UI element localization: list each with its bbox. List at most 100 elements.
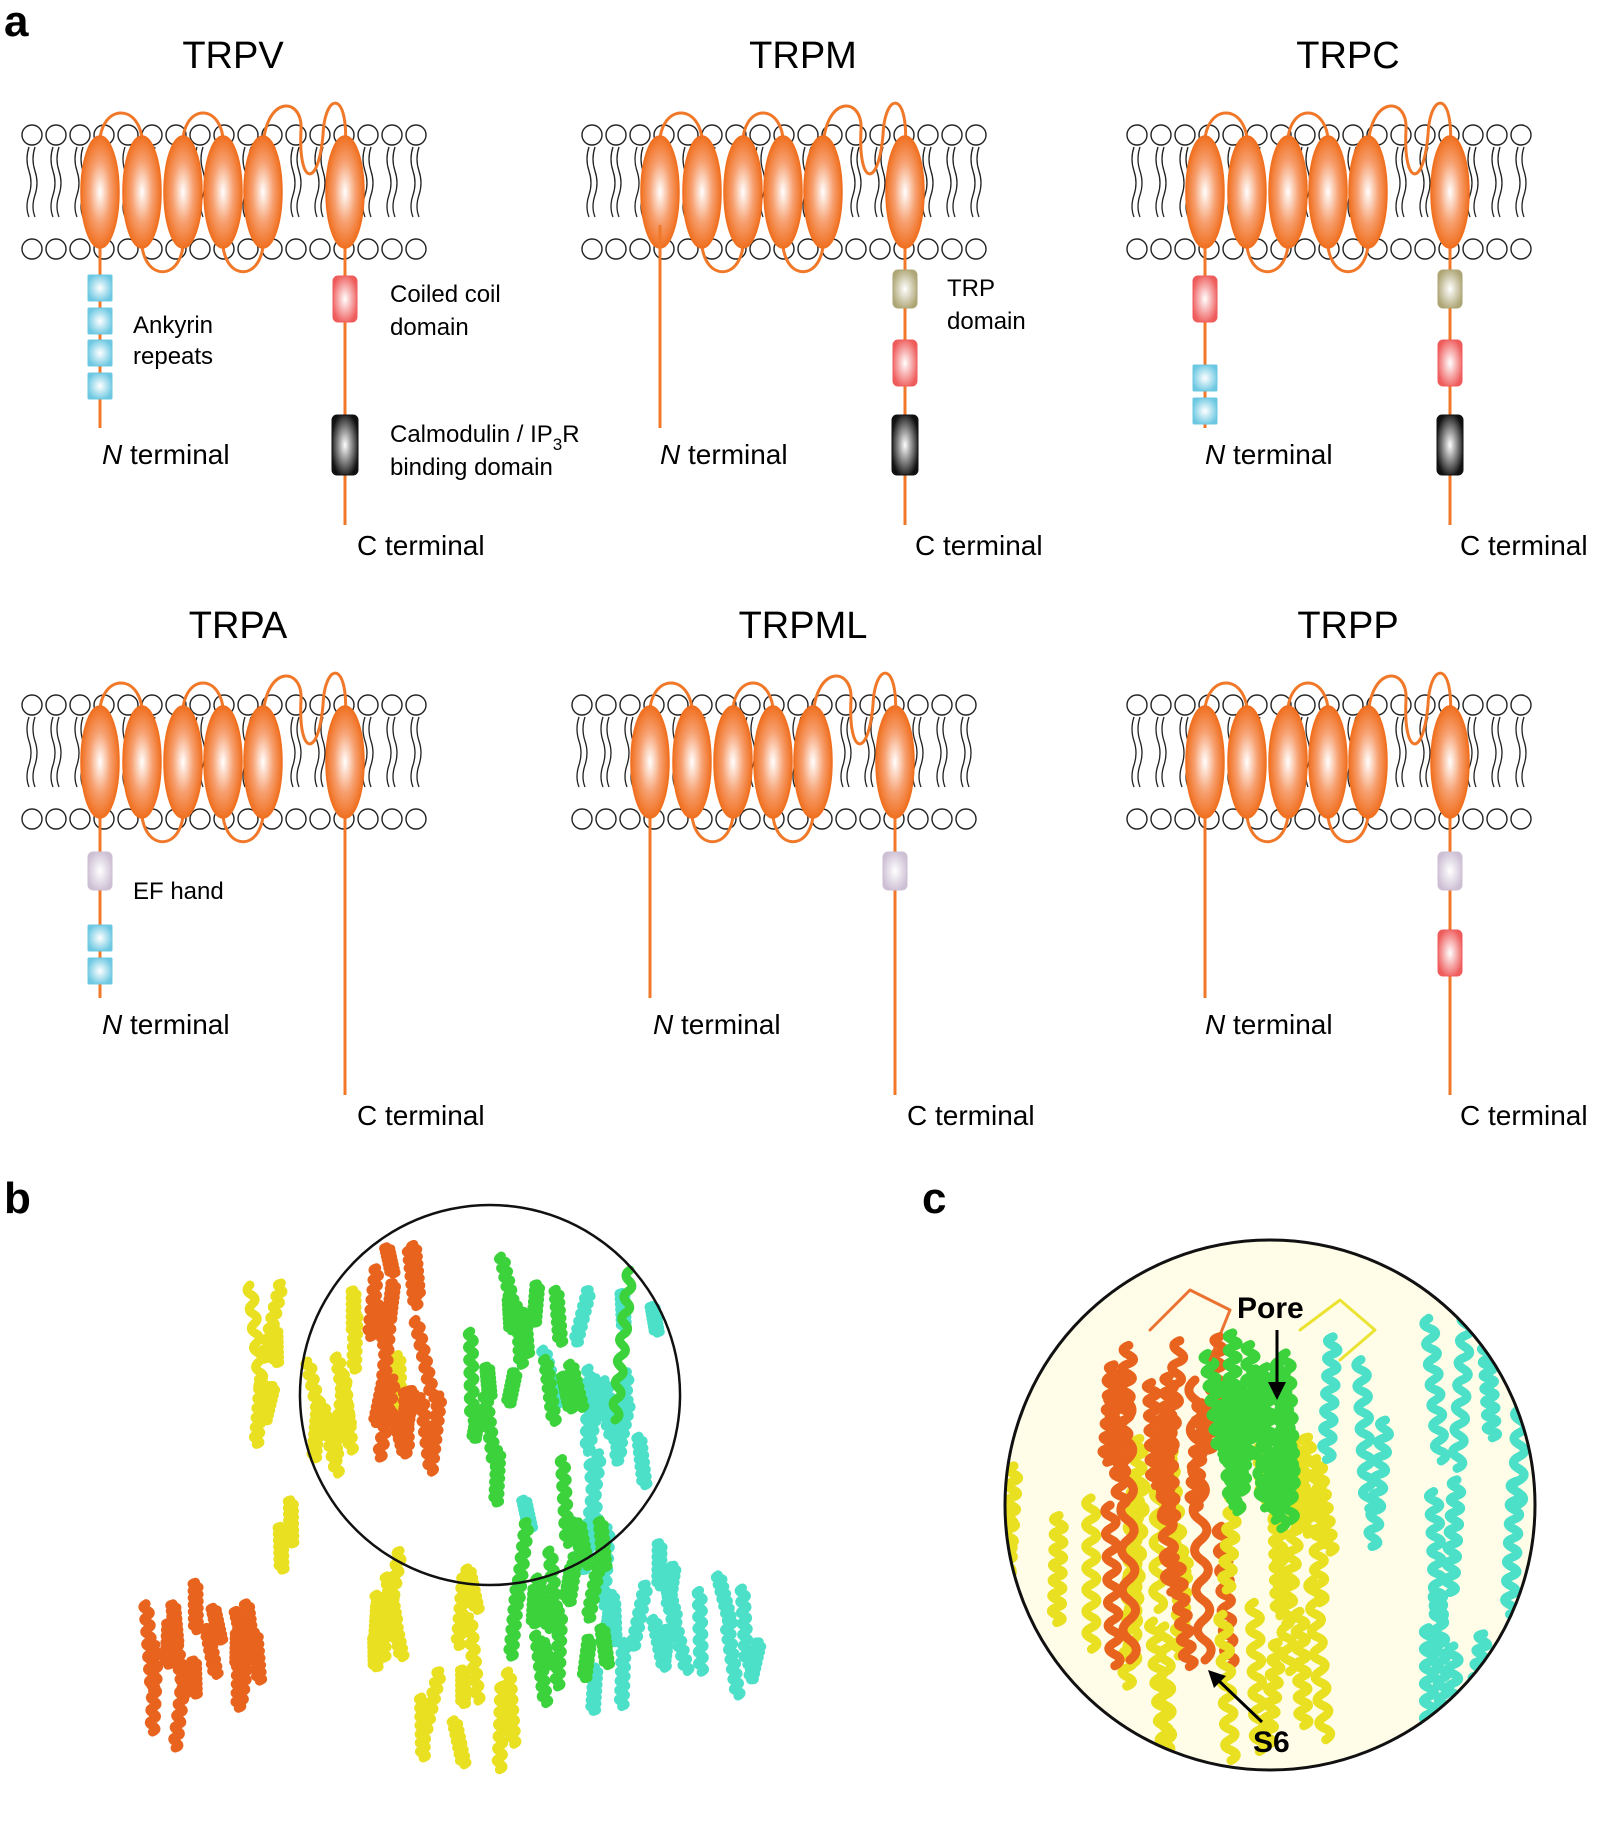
zoom-region-circle (298, 1203, 682, 1587)
transmembrane-helix-s2 (672, 705, 712, 819)
ankyrin-repeat (1192, 397, 1218, 425)
cyan-subunit-helix (651, 1538, 668, 1592)
lipid-head (21, 808, 43, 830)
lipid-tail (1137, 716, 1143, 788)
transmembrane-helix-s4 (763, 135, 803, 249)
lipid-head (69, 808, 91, 830)
lipid-head (955, 694, 977, 716)
orange-subunit-helix (368, 1378, 391, 1429)
lipid-head (955, 808, 977, 830)
calmodulin-binding-domain (891, 414, 919, 476)
yellow-subunit-helix (384, 1604, 410, 1663)
yellow-subunit-helix (367, 1633, 384, 1673)
pore-loop (1366, 671, 1453, 746)
panel-a-letter: a (4, 0, 29, 46)
lipid-tail (1497, 146, 1503, 218)
cyan-subunit-helix (516, 1494, 539, 1534)
lipid-tail (320, 146, 326, 218)
transmembrane-helix-s4 (1308, 135, 1348, 249)
lipid-head (1294, 694, 1316, 716)
orange-subunit-helix (424, 1390, 447, 1465)
lipid-head (357, 238, 379, 260)
lipid-tail (616, 146, 622, 218)
trpa-n-terminal-label: N terminal (102, 1009, 230, 1040)
lipid-head (285, 238, 307, 260)
lipid-tail (74, 146, 80, 218)
lipid-head (1126, 124, 1148, 146)
lipid-tail (56, 146, 62, 218)
trpc-topology-diagram (1126, 101, 1532, 525)
coiled-coil-label-line2: domain (390, 314, 469, 341)
transmembrane-helix-s1 (630, 705, 670, 819)
lipid-tail (1497, 716, 1503, 788)
trp-domain-label-line2: domain (947, 308, 1026, 335)
lipid-head (309, 124, 331, 146)
orange-subunit-helix (399, 1385, 420, 1430)
coiled-coil-domain (892, 339, 918, 387)
transmembrane-helix-s4 (1308, 705, 1348, 819)
coiled-coil-label-line1: Coiled coil (390, 281, 501, 308)
lipid-head (917, 238, 939, 260)
orange-subunit-helix (229, 1628, 246, 1671)
yellow-subunit-helix (413, 1692, 431, 1763)
transmembrane-helix-s1 (80, 705, 120, 819)
lipid-head (677, 238, 699, 260)
transmembrane-helix-s6 (325, 135, 365, 249)
pore-loop (261, 671, 348, 746)
yellow-subunit-helix (1307, 1466, 1330, 1608)
yellow-subunit-helix (450, 1571, 472, 1652)
green-subunit-helix (594, 1622, 616, 1671)
ankyrin-repeat (87, 924, 113, 952)
lipid-head (1510, 808, 1532, 830)
lipid-head (189, 124, 211, 146)
pore-loop (821, 101, 908, 176)
lipid-tail (386, 146, 392, 218)
lipid-head (787, 694, 809, 716)
lipid-tail (840, 716, 846, 788)
lipid-head (285, 124, 307, 146)
lipid-tail (1179, 716, 1185, 788)
lipid-tail (386, 716, 392, 788)
green-subunit-helix (548, 1284, 569, 1348)
lipid-head (1414, 124, 1436, 146)
ankyrin-repeat (87, 339, 113, 367)
cyan-subunit-helix (631, 1431, 653, 1491)
lipid-tail (582, 716, 588, 788)
orange-subunit-helix (371, 1299, 394, 1354)
pore-arrowhead (1268, 1382, 1286, 1400)
cyan-subunit-helix (743, 1637, 767, 1685)
calmodulin-label-line2: binding domain (390, 454, 553, 481)
lipid-tail (1491, 716, 1497, 788)
trpml-n-terminal-label: N terminal (653, 1009, 781, 1040)
orange-s-helix (1114, 1375, 1141, 1665)
yellow-subunit-helix (1144, 1616, 1176, 1759)
orange-subunit-helix (1101, 1371, 1132, 1510)
green-subunit-helix (533, 1635, 557, 1671)
green-subunit-helix (1258, 1377, 1285, 1525)
lipid-tail (864, 716, 870, 788)
transmembrane-helix-s3 (713, 705, 753, 819)
lipid-head (941, 124, 963, 146)
lipid-head (1222, 238, 1244, 260)
trp-domain-label-line1: TRP (947, 275, 995, 302)
orange-subunit-helix (168, 1661, 193, 1753)
trp-domain (892, 269, 918, 309)
yellow-subunit-helix (272, 1521, 290, 1575)
n-rest: terminal (122, 1009, 229, 1040)
lipid-head (619, 808, 641, 830)
lipid-tail (1161, 716, 1167, 788)
yellow-subunit-helix (375, 1591, 392, 1663)
lipid-head (285, 808, 307, 830)
lipid-tail (870, 716, 876, 788)
lipid-head (1174, 238, 1196, 260)
zoom-view-circle (1003, 1238, 1537, 1772)
lipid-tail (290, 146, 296, 218)
lipid-head (1486, 808, 1508, 830)
lipid-head (1342, 238, 1364, 260)
green-subunit-helix (1232, 1383, 1253, 1487)
transmembrane-helix-s6 (1430, 705, 1470, 819)
lipid-tail (50, 146, 56, 218)
lipid-tail (600, 716, 606, 788)
orange-subunit-helix (1100, 1500, 1125, 1671)
